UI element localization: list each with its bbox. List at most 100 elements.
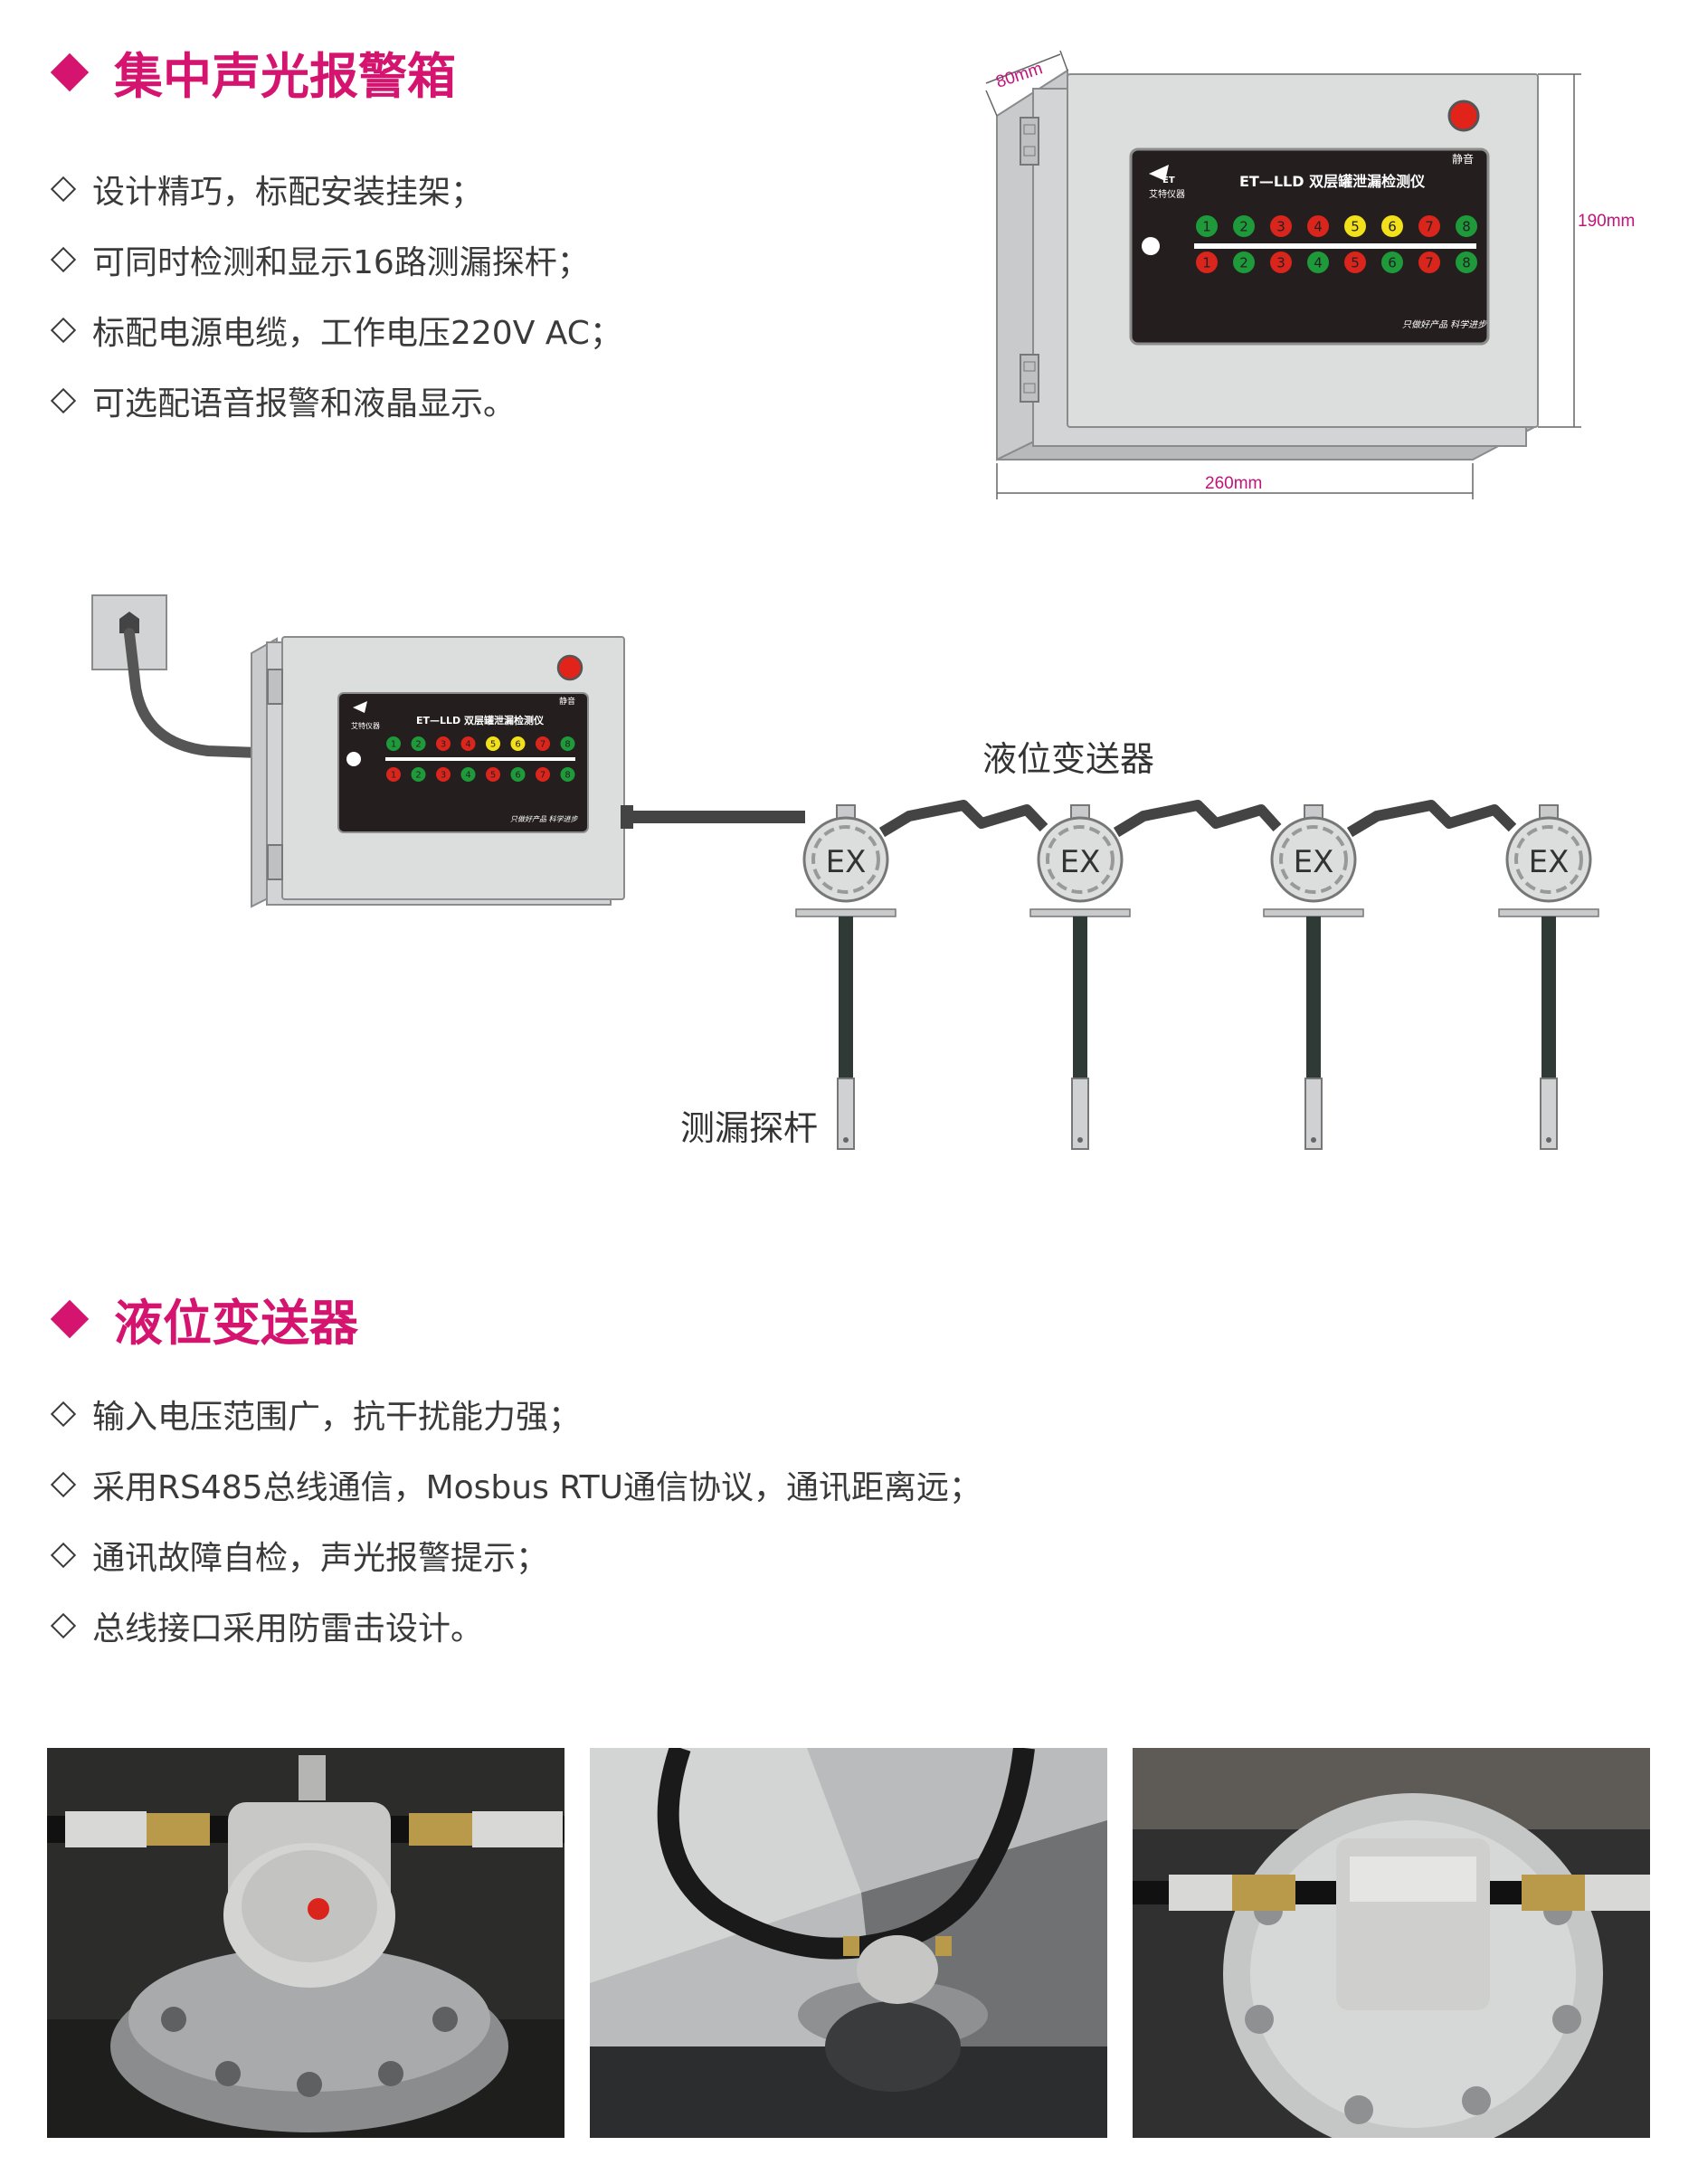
bullet-item: 总线接口采用防雷击设计。 <box>47 1591 982 1661</box>
transmitter: EX <box>1263 804 1364 1150</box>
led-number: 3 <box>1276 218 1285 234</box>
led-number: 2 <box>1239 218 1248 234</box>
led-indicator <box>1344 215 1366 237</box>
led-number: 2 <box>1239 254 1248 271</box>
led-number: 3 <box>441 771 446 781</box>
height-dim-label: 190mm <box>1578 212 1635 231</box>
outline-diamond-icon <box>50 1542 77 1569</box>
led-indicator <box>1307 252 1329 273</box>
bullet-item: 采用RS485总线通信，Mosbus RTU通信协议，通讯距离远； <box>47 1449 982 1520</box>
led-indicator <box>1307 215 1329 237</box>
led-number: 6 <box>515 740 520 750</box>
led-number: 4 <box>1314 254 1323 271</box>
small-model-text: ET—LLD 双层罐泄漏检测仪 <box>416 714 545 726</box>
led-number: 3 <box>1276 254 1285 271</box>
slogan-text: 只做好产品 科学进步 <box>1402 319 1487 330</box>
transmitter: EX <box>795 804 896 1150</box>
outline-diamond-icon <box>50 1612 77 1639</box>
led-number: 6 <box>1388 218 1397 234</box>
led-number: 5 <box>490 771 496 781</box>
led-number: 1 <box>391 771 396 781</box>
bullet-item: 标配电源电缆，工作电压220V AC； <box>47 295 622 366</box>
bullet-item: 通讯故障自检，声光报警提示； <box>47 1520 982 1591</box>
photo-transmitter-2 <box>590 1748 1107 2138</box>
led-indicator <box>1418 252 1440 273</box>
led-indicator <box>411 767 426 782</box>
led-indicator <box>1418 215 1440 237</box>
led-indicator <box>560 736 575 751</box>
led-number: 7 <box>540 740 545 750</box>
led-indicator <box>1233 252 1255 273</box>
led-number: 8 <box>1462 218 1471 234</box>
led-number: 2 <box>415 740 421 750</box>
brand-text: 艾特仪器 <box>1149 189 1185 200</box>
svg-text:静音: 静音 <box>559 696 575 707</box>
led-indicator <box>1233 215 1255 237</box>
section2-title-text: 液位变送器 <box>114 1295 358 1352</box>
bullet-item: 设计精巧，标配安装挂架； <box>47 154 622 224</box>
led-number: 8 <box>564 740 570 750</box>
svg-text:艾特仪器: 艾特仪器 <box>351 721 380 730</box>
socket-icon <box>119 612 139 633</box>
photo-transmitter-3 <box>1133 1748 1650 2138</box>
ex-mark: EX <box>1529 844 1570 880</box>
led-indicator <box>386 767 401 782</box>
led-number: 7 <box>1425 218 1434 234</box>
led-number: 6 <box>1388 254 1397 271</box>
outline-diamond-icon <box>50 176 77 203</box>
outline-diamond-icon <box>50 1471 77 1498</box>
bullet-item: 可选配语音报警和液晶显示。 <box>47 366 622 436</box>
led-indicator <box>1344 252 1366 273</box>
outline-diamond-icon <box>50 317 77 344</box>
section2-bullets: 输入电压范围广，抗干扰能力强； 采用RS485总线通信，Mosbus RTU通信… <box>47 1379 982 1661</box>
model-text: ET—LLD 双层罐泄漏检测仪 <box>1239 173 1426 190</box>
led-indicator <box>1456 252 1477 273</box>
led-number: 6 <box>515 771 520 781</box>
led-number: 5 <box>1351 254 1360 271</box>
transmitter: EX <box>1498 804 1599 1150</box>
led-indicator <box>411 736 426 751</box>
svg-text:ET: ET <box>1162 176 1175 185</box>
led-indicator <box>486 736 500 751</box>
outline-diamond-icon <box>50 1401 77 1428</box>
led-indicator <box>1381 215 1403 237</box>
probe-label: 测漏探杆 <box>680 1108 818 1148</box>
svg-text:只做好产品 科学进步: 只做好产品 科学进步 <box>510 815 579 823</box>
ex-mark: EX <box>1294 844 1334 880</box>
outline-diamond-icon <box>50 387 77 414</box>
ex-mark: EX <box>826 844 867 880</box>
depth-dim-label: 80mm <box>993 59 1045 91</box>
led-number: 7 <box>1425 254 1434 271</box>
led-indicator <box>510 736 526 751</box>
led-number: 5 <box>1351 218 1360 234</box>
led-indicator <box>560 767 575 782</box>
led-number: 8 <box>564 771 570 781</box>
led-number: 7 <box>540 771 545 781</box>
logo-icon <box>1149 165 1169 181</box>
led-indicator <box>436 736 451 751</box>
led-indicator <box>510 767 526 782</box>
section1-bullets: 设计精巧，标配安装挂架； 可同时检测和显示16路测漏探杆； 标配电源电缆，工作电… <box>47 154 622 436</box>
led-number: 1 <box>391 740 396 750</box>
led-indicator <box>1270 252 1292 273</box>
led-number: 5 <box>490 740 496 750</box>
mute-text: 静音 <box>1452 152 1474 166</box>
led-number: 1 <box>1202 218 1211 234</box>
diamond-icon <box>50 52 90 91</box>
led-number: 8 <box>1462 254 1471 271</box>
led-indicator <box>460 736 476 751</box>
led-number: 3 <box>441 740 446 750</box>
led-indicator <box>536 767 550 782</box>
bullet-item: 输入电压范围广，抗干扰能力强； <box>47 1379 982 1449</box>
led-indicator <box>460 767 476 782</box>
bullet-item: 可同时检测和显示16路测漏探杆； <box>47 224 622 295</box>
led-indicator <box>1196 215 1218 237</box>
led-number: 2 <box>415 771 421 781</box>
